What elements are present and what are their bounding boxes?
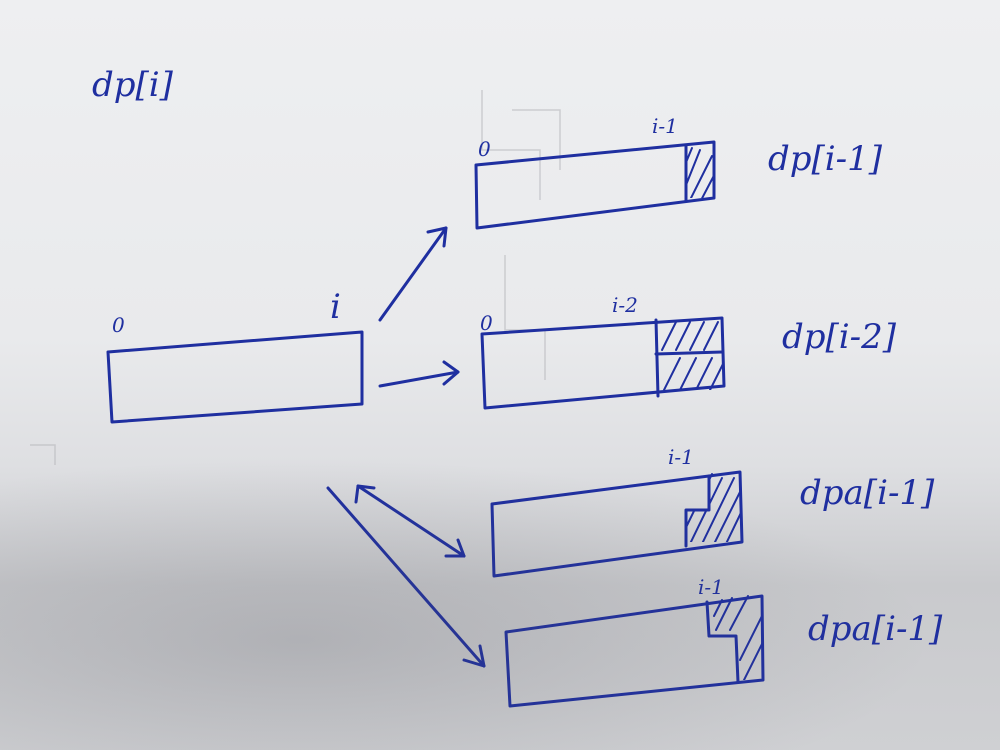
arrow-head-3b bbox=[354, 484, 376, 504]
target-4-name: dpa[i-1] bbox=[808, 609, 943, 649]
arrow-to-dpa-i-1-a bbox=[356, 484, 466, 558]
target-1-index-label: i-1 bbox=[652, 114, 678, 138]
target-2-index-label: i-2 bbox=[612, 293, 638, 317]
arrow-head-1 bbox=[426, 226, 448, 248]
arrow-to-dpa-i-1-b bbox=[326, 486, 486, 668]
transition-arrows bbox=[326, 226, 486, 668]
arrow-head-2 bbox=[442, 360, 460, 386]
target-1-left-label: 0 bbox=[478, 137, 491, 161]
target-3-name: dpa[i-1] bbox=[800, 473, 935, 513]
target-2-left-label: 0 bbox=[480, 311, 493, 335]
target-array-dpa-i-1-second bbox=[504, 594, 765, 708]
arrow-to-dp-i-1 bbox=[378, 226, 448, 322]
target-array-dp-i-1 bbox=[474, 140, 716, 230]
arrow-head-3 bbox=[444, 538, 466, 558]
source-right-label: i bbox=[330, 287, 341, 327]
target-array-dpa-i-1-first bbox=[490, 470, 744, 578]
target-1-name: dp[i-1] bbox=[768, 139, 883, 179]
target-3-index-label: i-1 bbox=[668, 445, 694, 469]
arrow-to-dp-i-2 bbox=[378, 370, 460, 388]
source-array-box bbox=[106, 330, 364, 424]
diagram-title: dp[i] bbox=[92, 65, 174, 105]
source-left-label: 0 bbox=[112, 313, 125, 337]
target-array-dp-i-2 bbox=[480, 316, 726, 410]
target-4-index-label: i-1 bbox=[698, 575, 724, 599]
target-2-name: dp[i-2] bbox=[782, 317, 897, 357]
arrow-head-4 bbox=[462, 644, 486, 668]
